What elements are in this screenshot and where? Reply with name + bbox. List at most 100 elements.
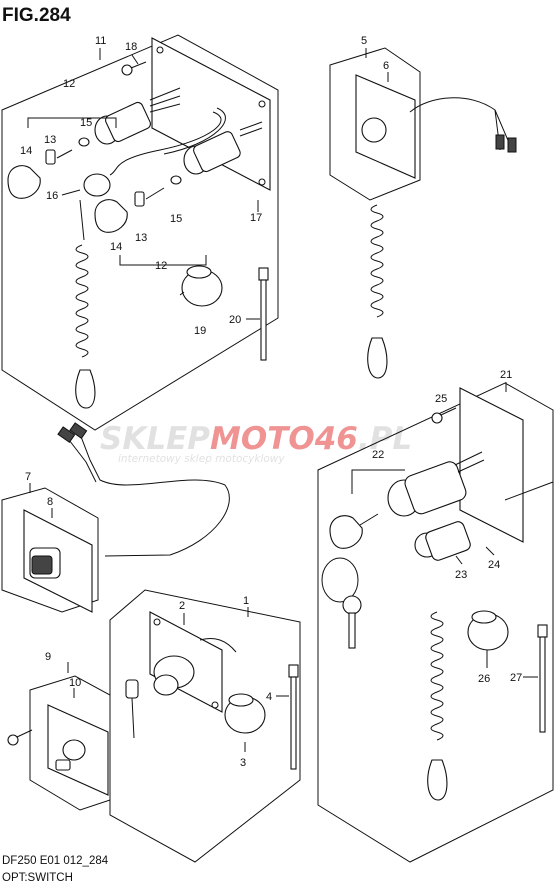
bracket-line <box>27 117 117 128</box>
key-blade <box>145 187 165 200</box>
lanyard-switch-icon <box>83 173 111 197</box>
kit-11-group: 11 18 12 15 13 14 16 17 15 13 14 12 19 2… <box>1 34 279 431</box>
lanyard-clip-icon <box>427 759 448 801</box>
kit-7-group: 7 8 <box>1 422 230 613</box>
callout-14: 14 <box>110 241 122 253</box>
watermark-brand: SKLEPMOTO46.PL <box>100 421 412 457</box>
plate-hole <box>258 178 266 186</box>
switch-cover-icon <box>31 555 53 575</box>
callout-6: 6 <box>383 60 389 72</box>
callout-2: 2 <box>179 600 185 612</box>
knob-lever-icon <box>55 759 71 771</box>
keyfob-icon <box>7 165 41 199</box>
callout-17: 17 <box>250 212 262 224</box>
callout-11: 11 <box>95 35 106 47</box>
keyfob-icon <box>94 199 128 233</box>
kit-21-group: 21 25 22 23 24 26 27 <box>317 369 554 863</box>
key-icon <box>125 679 139 739</box>
stop-switch-icon <box>183 121 263 175</box>
key-icon <box>342 595 362 649</box>
lanyard-coil <box>370 204 384 318</box>
callout-10: 10 <box>69 677 81 689</box>
knob-icon <box>62 739 86 761</box>
lanyard-coil <box>430 611 444 741</box>
model-code: DF250 E01 012_284 <box>2 855 109 867</box>
cap-icon <box>467 610 509 651</box>
lanyard-cord <box>79 199 85 241</box>
kit-7-outline <box>1 487 99 613</box>
lanyard-clip-icon <box>367 337 388 379</box>
callout-25: 25 <box>435 393 447 405</box>
lanyard-clip-icon <box>75 369 96 409</box>
cable <box>504 481 554 501</box>
kit-9-group: 9 10 <box>7 651 111 811</box>
callout-12: 12 <box>155 260 167 272</box>
callout-26: 26 <box>478 673 490 685</box>
callout-18: 18 <box>125 41 137 53</box>
callout-1: 1 <box>243 595 249 607</box>
cable <box>163 107 226 155</box>
cable <box>71 427 230 557</box>
bracket-line <box>119 255 207 266</box>
stop-switch-icon <box>414 521 471 561</box>
leader-line <box>131 54 139 65</box>
key-icon <box>329 513 379 549</box>
callout-13: 13 <box>44 134 56 146</box>
kit-11-outline <box>1 34 279 431</box>
cable <box>65 435 97 483</box>
callout-4: 4 <box>266 691 272 703</box>
callout-19: 19 <box>194 325 206 337</box>
connector-icon <box>69 422 88 439</box>
connector-icon <box>57 426 76 443</box>
watermark: SKLEPMOTO46.PL internetowy sklep motocyk… <box>100 421 412 465</box>
callout-22: 22 <box>372 449 384 461</box>
kit-5-outline <box>329 47 421 201</box>
plate-hole <box>153 618 161 626</box>
screw-icon <box>7 729 33 746</box>
connector-icon <box>507 137 517 153</box>
leader-line <box>485 546 495 556</box>
callout-20: 20 <box>229 314 241 326</box>
lanyard-coil <box>75 244 89 358</box>
washer-icon <box>78 137 90 147</box>
callout-23: 23 <box>455 569 467 581</box>
plate-hole <box>258 100 266 108</box>
leader-line <box>455 555 463 565</box>
callout-27: 27 <box>510 672 522 684</box>
kit-1-outline <box>109 589 301 863</box>
screw-icon <box>121 61 147 76</box>
key-icon <box>134 191 145 207</box>
cable-tie-icon <box>258 267 269 361</box>
plate-hole <box>211 701 219 709</box>
ignition-switch-icon <box>387 451 485 517</box>
callout-16: 16 <box>46 190 58 202</box>
cable-tie-icon <box>288 664 299 770</box>
key-ring-icon <box>321 557 359 603</box>
figure-title: FIG.284 <box>2 5 71 26</box>
callout-14: 14 <box>20 145 32 157</box>
screw-icon <box>431 407 457 424</box>
ignition-switch-icon <box>153 638 237 696</box>
washer-icon <box>170 175 182 185</box>
key-icon <box>45 149 56 165</box>
kit-1-group: 1 2 3 4 <box>109 589 301 863</box>
plate-hole <box>156 46 164 54</box>
section-name: OPT:SWITCH <box>2 872 73 884</box>
callout-5: 5 <box>361 35 367 47</box>
key-blade <box>56 149 73 159</box>
kit-21-outline <box>317 382 554 863</box>
callout-13: 13 <box>135 232 147 244</box>
callout-15: 15 <box>80 117 92 129</box>
callout-15: 15 <box>170 213 182 225</box>
cable-tie-icon <box>537 624 548 733</box>
cap-icon <box>181 265 223 307</box>
cap-icon <box>224 693 266 734</box>
callout-24: 24 <box>488 559 500 571</box>
kit-5-group: 5 6 <box>329 35 517 379</box>
leader-line <box>61 189 81 196</box>
callout-3: 3 <box>240 757 246 769</box>
leader-line <box>179 291 185 296</box>
callout-7: 7 <box>25 471 31 483</box>
callout-12: 12 <box>63 78 75 90</box>
